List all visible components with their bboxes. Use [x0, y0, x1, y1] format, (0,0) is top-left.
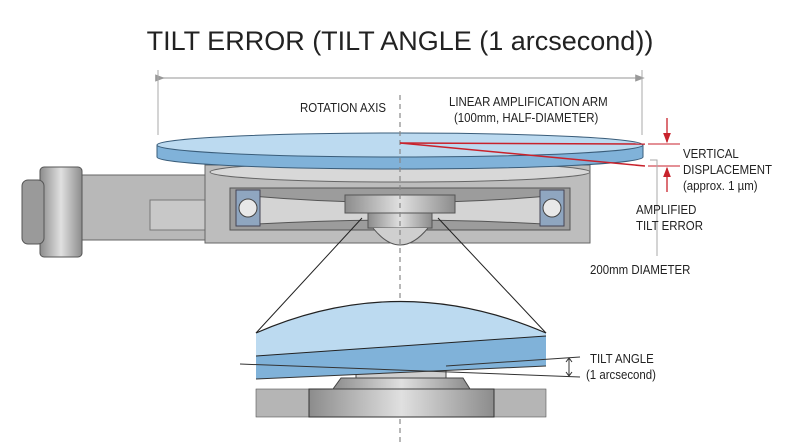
vertical-displacement-line2: DISPLACEMENT: [683, 162, 773, 177]
tilt-angle-line2: (1 arcsecond): [586, 367, 656, 382]
arm-label-line2: (100mm, HALF-DIAMETER): [454, 110, 599, 125]
tilt-detail-view: [239, 300, 581, 418]
detail-callout-lines: [255, 217, 547, 334]
diameter-dimension-line: [155, 70, 645, 135]
amplification-arm-lines: [399, 118, 680, 256]
amplified-tilt-line2: TILT ERROR: [636, 218, 703, 233]
tilt-angle-line1: TILT ANGLE: [590, 351, 654, 366]
diagram-title: TILT ERROR (TILT ANGLE (1 arcsecond)): [146, 26, 654, 56]
rotation-axis-label: ROTATION AXIS: [300, 100, 387, 115]
diameter-label: 200mm DIAMETER: [590, 262, 691, 277]
amplified-tilt-line1: AMPLIFIED: [636, 202, 697, 217]
vertical-displacement-line3: (approx. 1 µm): [683, 178, 758, 193]
rotary-stage-body: [21, 161, 591, 258]
arm-label-line1: LINEAR AMPLIFICATION ARM: [449, 94, 608, 109]
vertical-displacement-line1: VERTICAL: [683, 146, 739, 161]
